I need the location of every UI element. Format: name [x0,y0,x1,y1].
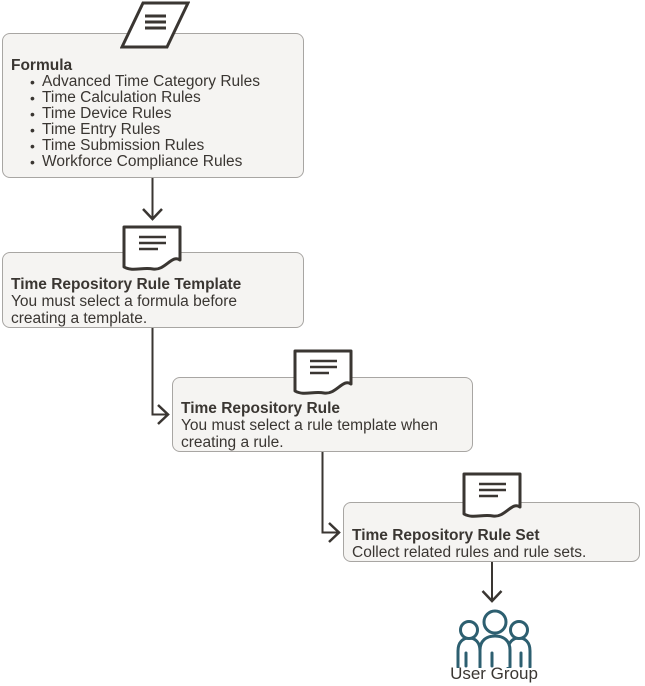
node-rule-set: Time Repository Rule Set Collect related… [343,502,640,562]
node-rule-desc: You must select a rule template when cre… [181,417,439,451]
node-rule-set-title: Time Repository Rule Set [352,527,540,544]
arrow-template-to-rule [151,328,170,425]
formula-rule-item: Time Device Rules [30,106,295,123]
user-group-label: User Group [450,664,538,683]
node-rule-template: Time Repository Rule Template You must s… [2,252,304,328]
document-icon [122,225,182,271]
node-formula-title: Formula [11,57,73,74]
arrow-formula-to-template [142,178,163,221]
arrow-rule-to-ruleset [321,452,341,543]
node-formula: Formula Advanced Time Category Rules Tim… [2,33,304,178]
user-group-icon [456,609,532,668]
formula-rule-list: Advanced Time Category Rules Time Calcul… [11,74,295,171]
formula-rule-item: Workforce Compliance Rules [30,154,295,171]
node-rule-template-desc: You must select a formula before creatin… [11,293,238,327]
document-icon [462,472,522,518]
formula-icon [120,1,190,49]
formula-rule-item: Time Entry Rules [30,122,295,139]
formula-rule-item: Advanced Time Category Rules [30,74,295,91]
formula-rule-item: Time Calculation Rules [30,90,295,107]
node-rule-template-title: Time Repository Rule Template [11,276,242,293]
node-rule-title: Time Repository Rule [181,400,341,417]
arrow-ruleset-to-usergroup [481,561,503,603]
formula-rule-item: Time Submission Rules [30,138,295,155]
node-rule-set-desc: Collect related rules and rule sets. [352,544,587,561]
document-icon [293,349,353,395]
